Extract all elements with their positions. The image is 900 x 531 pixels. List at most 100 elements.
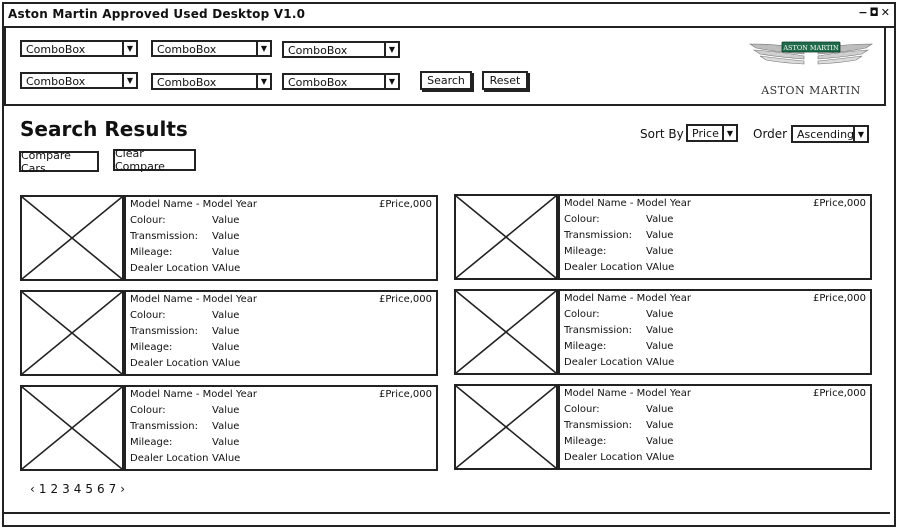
field-label: Colour: bbox=[564, 214, 600, 225]
page-link[interactable]: 2 bbox=[50, 482, 59, 496]
maximize-icon[interactable]: ◘ bbox=[869, 6, 879, 19]
car-title: Model Name - Model Year bbox=[130, 294, 258, 305]
field-value: VAlue bbox=[212, 453, 241, 464]
page-link[interactable]: 5 bbox=[85, 482, 94, 496]
combo-label: ComboBox bbox=[26, 75, 86, 88]
chevron-down-icon: ▼ bbox=[853, 127, 867, 141]
field-value: Value bbox=[646, 325, 674, 336]
aston-martin-logo: ASTON MARTIN ASTON MARTIN bbox=[746, 38, 876, 98]
field-label: Dealer Location bbox=[564, 357, 643, 368]
field-value: Value bbox=[646, 420, 674, 431]
window-title: Aston Martin Approved Used Desktop V1.0 bbox=[8, 7, 306, 21]
field-value: Value bbox=[212, 247, 240, 258]
car-image-placeholder[interactable] bbox=[20, 195, 124, 281]
field-label: Colour: bbox=[564, 404, 600, 415]
car-price: £Price,000 bbox=[378, 199, 432, 210]
reset-button[interactable]: Reset bbox=[482, 71, 528, 90]
field-value: VAlue bbox=[646, 262, 675, 273]
search-button[interactable]: Search bbox=[420, 71, 472, 90]
field-label: Dealer Location bbox=[130, 453, 209, 464]
page-link[interactable]: 3 bbox=[62, 482, 70, 496]
combo-label: ComboBox bbox=[26, 43, 86, 56]
close-icon[interactable]: ✕ bbox=[880, 6, 890, 19]
chevron-down-icon: ▼ bbox=[384, 75, 398, 88]
window-controls: − ◘ ✕ bbox=[858, 6, 890, 19]
prev-page-icon[interactable]: ‹ bbox=[30, 482, 35, 496]
field-label: Dealer Location bbox=[130, 263, 209, 274]
field-value: Value bbox=[212, 342, 240, 353]
combo-label: ComboBox bbox=[288, 76, 348, 89]
minimize-icon[interactable]: − bbox=[858, 6, 868, 19]
sort-by-label: Sort By bbox=[640, 127, 684, 141]
chevron-down-icon: ▼ bbox=[384, 43, 398, 56]
filter-combo-3[interactable]: ComboBox ▼ bbox=[282, 41, 400, 58]
car-price: £Price,000 bbox=[812, 198, 866, 209]
field-label: Mileage: bbox=[130, 437, 173, 448]
field-value: VAlue bbox=[646, 357, 675, 368]
title-bar: Aston Martin Approved Used Desktop V1.0 … bbox=[4, 4, 894, 28]
car-title: Model Name - Model Year bbox=[564, 388, 692, 399]
sort-by-value: Price bbox=[692, 127, 719, 140]
logo-wordmark: ASTON MARTIN bbox=[761, 84, 861, 97]
car-image-placeholder[interactable] bbox=[454, 289, 558, 375]
car-title: Model Name - Model Year bbox=[130, 389, 258, 400]
page-link[interactable]: 1 bbox=[38, 482, 47, 496]
field-label: Mileage: bbox=[564, 246, 607, 257]
field-value: Value bbox=[212, 405, 240, 416]
car-image-placeholder[interactable] bbox=[454, 194, 558, 280]
filter-combo-6[interactable]: ComboBox ▼ bbox=[282, 73, 400, 90]
car-image-placeholder[interactable] bbox=[454, 384, 558, 470]
combo-label: ComboBox bbox=[157, 43, 217, 56]
field-label: Transmission: bbox=[130, 231, 198, 242]
field-label: Mileage: bbox=[564, 436, 607, 447]
badge-text: ASTON MARTIN bbox=[782, 44, 839, 52]
field-value: VAlue bbox=[646, 452, 675, 463]
chevron-down-icon: ▼ bbox=[122, 74, 136, 87]
filter-combo-2[interactable]: ComboBox ▼ bbox=[151, 40, 272, 57]
field-label: Colour: bbox=[130, 215, 166, 226]
sort-by-select[interactable]: Price ▼ bbox=[686, 124, 738, 142]
compare-cars-button[interactable]: Compare Cars bbox=[19, 149, 99, 175]
clear-compare-button[interactable]: Clear Compare bbox=[113, 147, 196, 173]
field-value: Value bbox=[646, 230, 674, 241]
field-value: Value bbox=[646, 436, 674, 447]
field-label: Dealer Location bbox=[564, 452, 643, 463]
field-value: Value bbox=[212, 310, 240, 321]
field-label: Colour: bbox=[130, 310, 166, 321]
car-price: £Price,000 bbox=[378, 294, 432, 305]
car-title: Model Name - Model Year bbox=[130, 199, 258, 210]
wings-icon: ASTON MARTIN bbox=[749, 41, 873, 65]
page-link[interactable]: 7 bbox=[108, 482, 117, 496]
page-link[interactable]: 6 bbox=[97, 482, 105, 496]
car-price: £Price,000 bbox=[378, 389, 432, 400]
field-value: Value bbox=[212, 437, 240, 448]
page-link[interactable]: 4 bbox=[73, 482, 82, 496]
field-label: Transmission: bbox=[564, 230, 632, 241]
filter-panel: ComboBox ▼ ComboBox ▼ ComboBox ▼ ComboBo… bbox=[4, 26, 886, 106]
filter-combo-1[interactable]: ComboBox ▼ bbox=[20, 40, 138, 57]
field-label: Transmission: bbox=[130, 421, 198, 432]
field-value: Value bbox=[212, 231, 240, 242]
filter-combo-5[interactable]: ComboBox ▼ bbox=[151, 73, 272, 90]
field-label: Dealer Location bbox=[130, 358, 209, 369]
field-label: Transmission: bbox=[564, 325, 632, 336]
filter-combo-4[interactable]: ComboBox ▼ bbox=[20, 72, 138, 89]
car-title: Model Name - Model Year bbox=[564, 293, 692, 304]
field-value: Value bbox=[646, 246, 674, 257]
car-image-placeholder[interactable] bbox=[20, 385, 124, 471]
next-page-icon[interactable]: › bbox=[120, 482, 126, 496]
field-value: Value bbox=[646, 309, 674, 320]
order-select[interactable]: Ascending ▼ bbox=[791, 125, 869, 143]
field-value: Value bbox=[646, 214, 674, 225]
field-label: Colour: bbox=[564, 309, 600, 320]
page-title: Search Results bbox=[20, 117, 188, 141]
field-label: Colour: bbox=[130, 405, 166, 416]
combo-label: ComboBox bbox=[157, 76, 217, 89]
car-image-placeholder[interactable] bbox=[20, 290, 124, 376]
